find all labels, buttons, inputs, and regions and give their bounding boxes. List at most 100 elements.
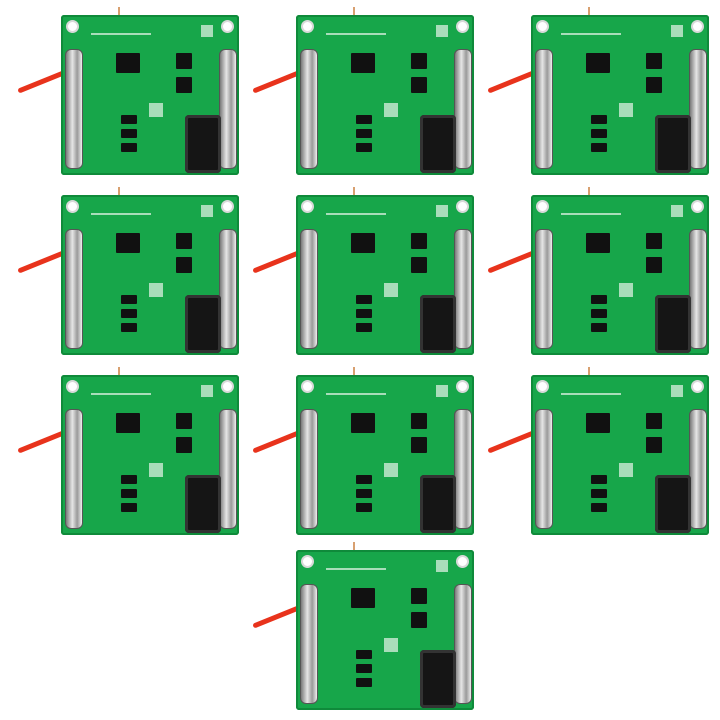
silkscreen bbox=[326, 393, 386, 395]
diode bbox=[356, 143, 372, 152]
battery-terminal bbox=[300, 49, 318, 169]
label bbox=[149, 283, 163, 297]
silkscreen bbox=[326, 568, 386, 570]
mosfet bbox=[176, 413, 192, 429]
battery-terminal bbox=[454, 409, 472, 529]
diode bbox=[356, 295, 372, 304]
silkscreen bbox=[326, 213, 386, 215]
diode bbox=[591, 143, 607, 152]
mosfet bbox=[411, 588, 427, 604]
battery-terminal bbox=[219, 49, 237, 169]
mounting-hole bbox=[536, 20, 549, 33]
potentiometer bbox=[671, 205, 683, 217]
mounting-hole bbox=[301, 380, 314, 393]
label bbox=[149, 103, 163, 117]
mounting-hole bbox=[221, 20, 234, 33]
ic-chip bbox=[351, 413, 375, 433]
diode bbox=[356, 678, 372, 687]
circuit-board bbox=[531, 375, 709, 535]
diode bbox=[121, 309, 137, 318]
diode bbox=[591, 295, 607, 304]
diode bbox=[356, 489, 372, 498]
lead-wire bbox=[353, 542, 355, 556]
diode bbox=[121, 129, 137, 138]
ic-chip bbox=[351, 53, 375, 73]
diode bbox=[121, 295, 137, 304]
mounting-hole bbox=[456, 555, 469, 568]
diode bbox=[356, 664, 372, 673]
battery-terminal bbox=[65, 229, 83, 349]
battery-terminal bbox=[689, 49, 707, 169]
pcb-board bbox=[249, 7, 474, 177]
silkscreen bbox=[91, 33, 151, 35]
diode bbox=[356, 115, 372, 124]
diode bbox=[591, 323, 607, 332]
mosfet bbox=[411, 53, 427, 69]
battery-terminal bbox=[300, 409, 318, 529]
mounting-hole bbox=[301, 555, 314, 568]
battery-terminal bbox=[535, 49, 553, 169]
diode bbox=[591, 475, 607, 484]
dc-jack bbox=[420, 650, 456, 708]
mounting-hole bbox=[456, 200, 469, 213]
ic-chip bbox=[351, 233, 375, 253]
mosfet bbox=[411, 437, 427, 453]
battery-terminal bbox=[454, 229, 472, 349]
mosfet bbox=[176, 233, 192, 249]
dc-jack bbox=[185, 475, 221, 533]
ic-chip bbox=[116, 233, 140, 253]
mounting-hole bbox=[456, 380, 469, 393]
potentiometer bbox=[436, 205, 448, 217]
potentiometer bbox=[671, 25, 683, 37]
circuit-board bbox=[531, 15, 709, 175]
circuit-board bbox=[296, 375, 474, 535]
ic-chip bbox=[586, 53, 610, 73]
battery-terminal bbox=[219, 409, 237, 529]
diode bbox=[356, 309, 372, 318]
potentiometer bbox=[436, 385, 448, 397]
mosfet bbox=[646, 77, 662, 93]
circuit-board bbox=[296, 15, 474, 175]
ic-chip bbox=[116, 53, 140, 73]
potentiometer bbox=[436, 25, 448, 37]
lead-wire bbox=[118, 7, 120, 21]
lead-wire bbox=[118, 367, 120, 381]
mosfet bbox=[176, 53, 192, 69]
label bbox=[619, 103, 633, 117]
mounting-hole bbox=[66, 380, 79, 393]
mosfet bbox=[411, 233, 427, 249]
mosfet bbox=[411, 413, 427, 429]
pcb-board bbox=[484, 367, 709, 537]
battery-terminal bbox=[454, 49, 472, 169]
label bbox=[619, 283, 633, 297]
lead-wire bbox=[118, 187, 120, 201]
pcb-board bbox=[484, 7, 709, 177]
mounting-hole bbox=[691, 20, 704, 33]
battery-terminal bbox=[300, 229, 318, 349]
mosfet bbox=[176, 77, 192, 93]
battery-terminal bbox=[300, 584, 318, 704]
lead-wire bbox=[588, 367, 590, 381]
label bbox=[384, 283, 398, 297]
dc-jack bbox=[185, 295, 221, 353]
lead-wire bbox=[588, 187, 590, 201]
mosfet bbox=[646, 233, 662, 249]
diode bbox=[356, 129, 372, 138]
battery-terminal bbox=[219, 229, 237, 349]
mounting-hole bbox=[66, 20, 79, 33]
ic-chip bbox=[586, 413, 610, 433]
mosfet bbox=[411, 612, 427, 628]
ic-chip bbox=[116, 413, 140, 433]
diode bbox=[121, 503, 137, 512]
diode bbox=[121, 143, 137, 152]
circuit-board bbox=[61, 195, 239, 355]
mounting-hole bbox=[221, 200, 234, 213]
label bbox=[384, 463, 398, 477]
mosfet bbox=[411, 77, 427, 93]
diode bbox=[591, 129, 607, 138]
silkscreen bbox=[561, 33, 621, 35]
battery-terminal bbox=[454, 584, 472, 704]
diode bbox=[356, 503, 372, 512]
mounting-hole bbox=[536, 200, 549, 213]
diode bbox=[591, 115, 607, 124]
